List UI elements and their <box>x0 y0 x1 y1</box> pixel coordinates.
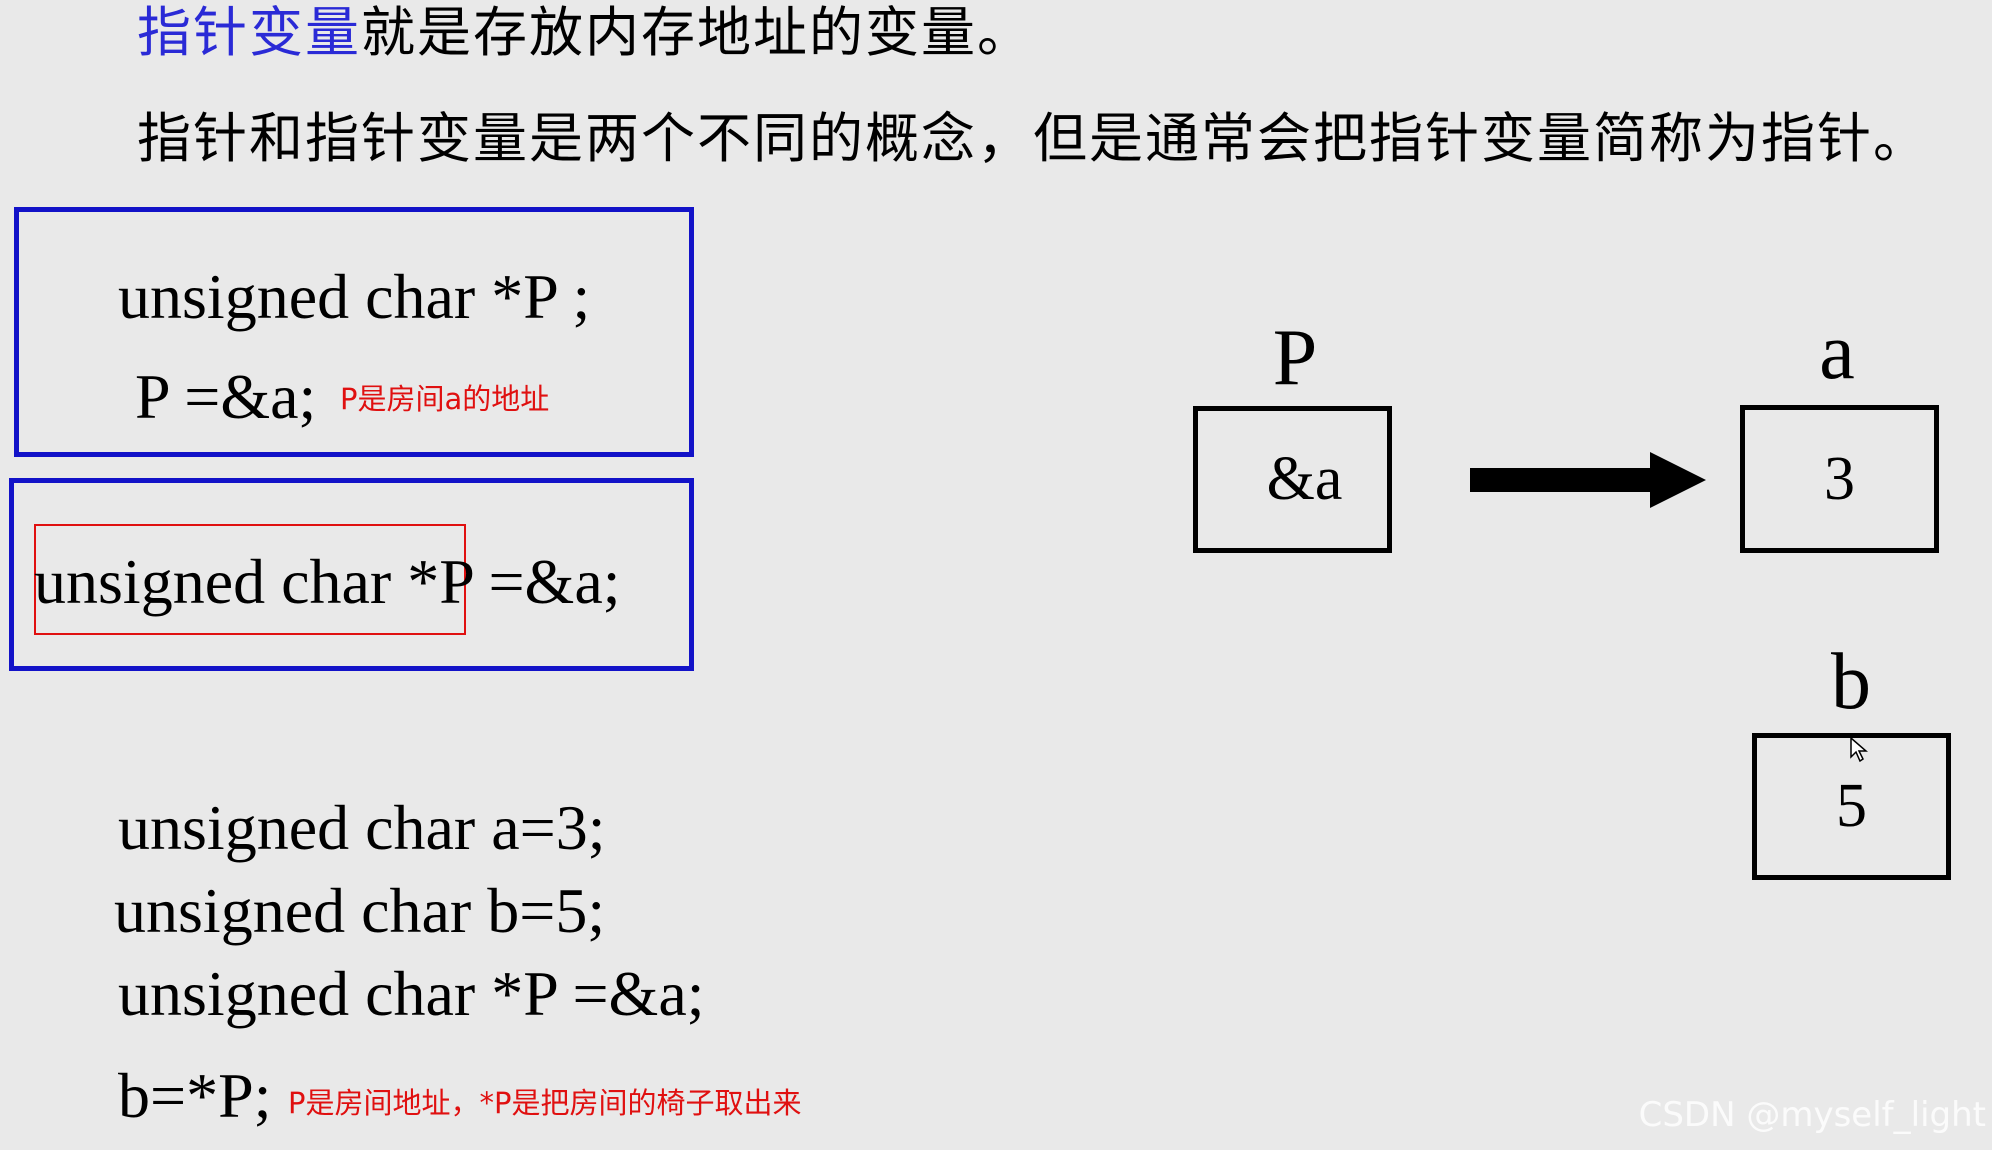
assignment-note: P是房间a的地址 <box>340 382 550 416</box>
code-line-pointer: unsigned char *P =&a; <box>118 958 705 1029</box>
code-line-a: unsigned char a=3; <box>118 792 606 863</box>
variable-a-box: 3 <box>1740 405 1939 553</box>
variable-b-value: 5 <box>1836 772 1867 840</box>
mouse-cursor-icon <box>1850 737 1868 763</box>
type-highlight-frame <box>34 524 466 635</box>
pointer-value: &a <box>1266 445 1343 513</box>
heading-pointer-variable: 指针变量就是存放内存地址的变量。 <box>137 6 1033 60</box>
code-line-b: unsigned char b=5; <box>114 875 606 946</box>
combined-declaration-box <box>9 478 694 671</box>
declaration-box <box>14 207 694 457</box>
combined-declaration-line: unsigned char *P =&a; <box>34 546 621 617</box>
heading-pointer-concept: 指针和指针变量是两个不同的概念，但是通常会把指针变量简称为指针。 <box>137 107 1929 170</box>
declaration-line: unsigned char *P ; <box>118 261 591 332</box>
pointer-box: &a <box>1193 406 1392 553</box>
variable-a-label: a <box>1819 308 1855 396</box>
pointer-label: P <box>1272 314 1318 402</box>
variable-a-value: 3 <box>1824 444 1855 513</box>
variable-b-box: 5 <box>1752 733 1951 880</box>
watermark: CSDN @myself_light <box>1638 1095 1986 1135</box>
heading-highlight: 指针变量 <box>137 1 361 64</box>
right-arrow-icon <box>1470 452 1706 508</box>
assignment-line: P =&a; <box>135 361 317 432</box>
variable-b-label: b <box>1831 638 1871 726</box>
heading-rest: 就是存放内存地址的变量。 <box>361 1 1033 64</box>
code-line-deref: b=*P; <box>118 1060 272 1131</box>
deref-note: P是房间地址，*P是把房间的椅子取出来 <box>288 1086 802 1120</box>
